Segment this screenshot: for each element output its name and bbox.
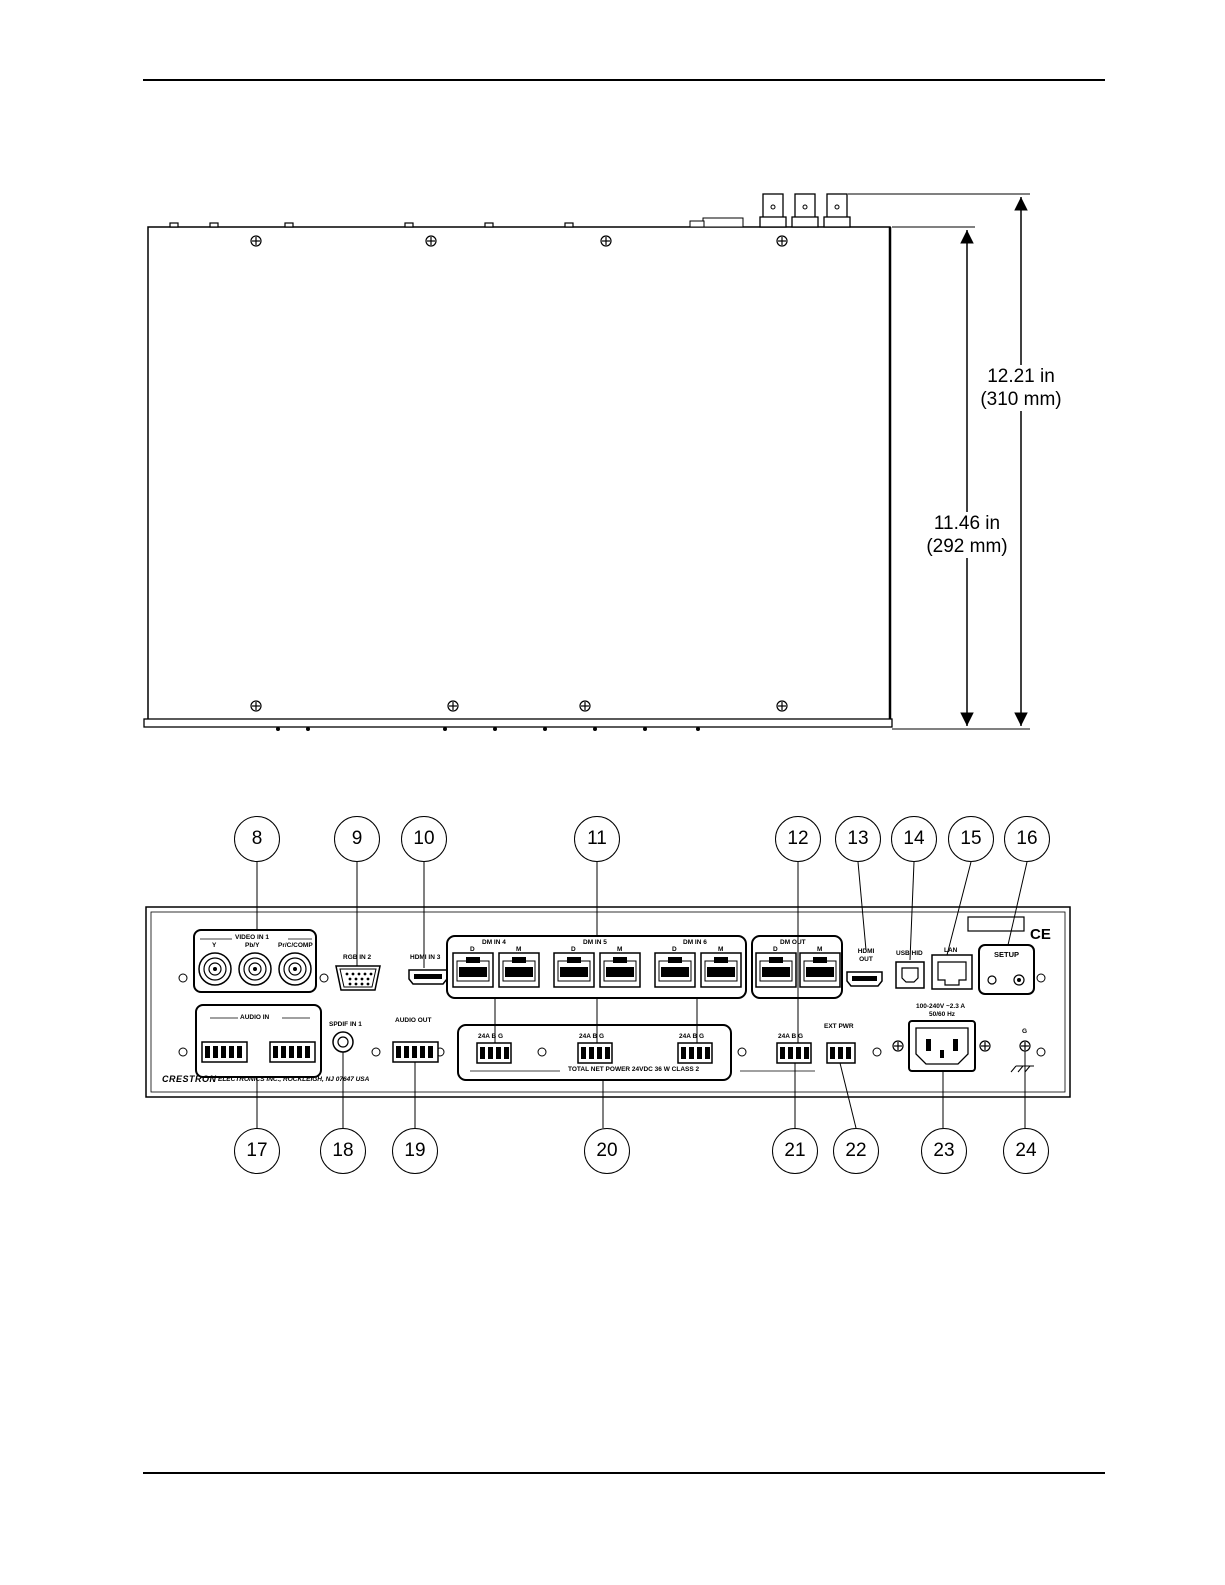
callout-15: 15: [948, 816, 994, 862]
label-audio-out: AUDIO OUT: [395, 1017, 432, 1024]
brand-logo: CRESTRON: [162, 1074, 217, 1084]
label-net-terms-3: 24A B G: [679, 1033, 705, 1040]
label-port-d-1: D: [470, 946, 475, 953]
callout-20: 20: [584, 1128, 630, 1174]
callout-19: 19: [392, 1128, 438, 1174]
body-height-inches: 11.46 in: [933, 513, 1001, 534]
callout-22: 22: [833, 1128, 879, 1174]
callout-21: 21: [772, 1128, 818, 1174]
label-ext-pwr: EXT PWR: [824, 1023, 854, 1030]
callout-24: 24: [1003, 1128, 1049, 1174]
body-height-dimension: 11.46 in (292 mm): [922, 512, 1012, 558]
callout-leaders: [256, 861, 1028, 1129]
callout-11: 11: [574, 816, 620, 862]
outer-height-dimension: 12.21 in (310 mm): [978, 365, 1064, 411]
label-dm-in5: DM IN 5: [583, 939, 607, 946]
ce-mark: CE: [1030, 926, 1051, 943]
label-net-power: TOTAL NET POWER 24VDC 36 W CLASS 2: [568, 1066, 700, 1073]
label-port-m-out: M: [817, 946, 823, 953]
callout-18: 18: [320, 1128, 366, 1174]
outer-height-inches: 12.21 in: [987, 366, 1055, 387]
top-view: [143, 193, 893, 731]
label-video-y: Y: [212, 942, 217, 949]
label-video-in: VIDEO IN 1: [235, 934, 269, 941]
label-hdmi-in: HDMI IN 3: [410, 954, 441, 961]
label-dm-in6: DM IN 6: [683, 939, 707, 946]
label-dm-out: DM OUT: [780, 939, 806, 946]
callout-12: 12: [775, 816, 821, 862]
label-usb-hid: USB HID: [896, 950, 923, 957]
callout-13: 13: [835, 816, 881, 862]
body-height-mm: (292 mm): [926, 536, 1008, 557]
rear-panel: [145, 906, 1071, 1098]
label-lan: LAN: [944, 947, 958, 954]
label-port-m-1: M: [516, 946, 522, 953]
label-power-rating: 100-240V ~2.3 A: [916, 1003, 966, 1010]
callout-16: 16: [1004, 816, 1050, 862]
dimension-lines: [848, 193, 1030, 730]
label-port-m-3: M: [718, 946, 724, 953]
label-ground: G: [1022, 1028, 1028, 1035]
callout-17: 17: [234, 1128, 280, 1174]
label-spdif: SPDIF IN 1: [329, 1021, 362, 1028]
header-rule: [143, 79, 1105, 81]
label-audio-in: AUDIO IN: [240, 1014, 270, 1021]
footer-rule: [143, 1472, 1105, 1474]
label-port-d-3: D: [672, 946, 677, 953]
label-port-m-2: M: [617, 946, 623, 953]
label-net-terms-2: 24A B G: [579, 1033, 605, 1040]
label-port-d-2: D: [571, 946, 576, 953]
label-net-terms-4: 24A B G: [778, 1033, 804, 1040]
callout-8: 8: [234, 816, 280, 862]
callout-9: 9: [334, 816, 380, 862]
callout-23: 23: [921, 1128, 967, 1174]
label-rgb-in: RGB IN 2: [343, 954, 372, 961]
label-frequency: 50/60 Hz: [929, 1011, 956, 1018]
label-setup: SETUP: [994, 950, 1020, 959]
label-manufacturer: ELECTRONICS INC., ROCKLEIGH, NJ 07647 US…: [218, 1076, 370, 1083]
label-net-terms-1: 24A B G: [478, 1033, 504, 1040]
callout-14: 14: [891, 816, 937, 862]
label-dm-in4: DM IN 4: [482, 939, 506, 946]
callout-10: 10: [401, 816, 447, 862]
outer-height-mm: (310 mm): [980, 389, 1062, 410]
label-hdmi-out: HDMI OUT: [857, 948, 875, 963]
label-video-pr: Pr/C/COMP: [278, 942, 313, 949]
label-port-d-out: D: [773, 946, 778, 953]
label-video-pby: Pb/Y: [245, 942, 260, 949]
